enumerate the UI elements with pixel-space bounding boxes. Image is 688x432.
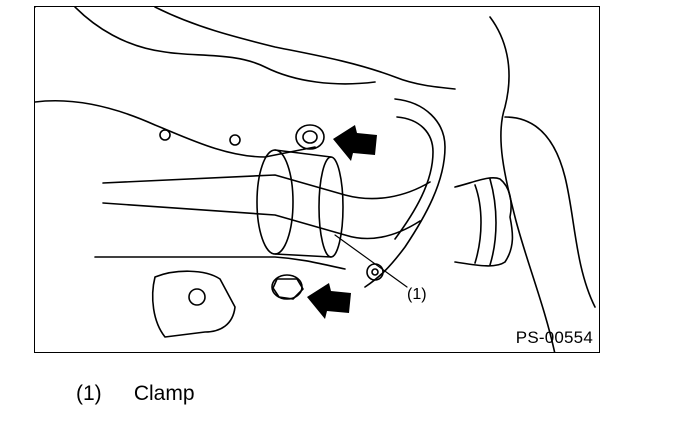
suspension-member xyxy=(489,16,556,352)
arrow-lower-bolt xyxy=(307,283,351,319)
upper-bolt xyxy=(295,124,325,150)
suspension-member-inner xyxy=(504,116,596,308)
diagram-frame: (1) PS-00554 xyxy=(34,6,600,353)
axle-boot-rib xyxy=(474,184,482,264)
callout-leader xyxy=(334,234,408,288)
clamp-band-outer xyxy=(318,156,344,258)
panel-hole xyxy=(159,129,171,141)
arrow-upper-bolt xyxy=(333,125,377,161)
lower-bolt xyxy=(271,274,304,300)
pipe-bend xyxy=(364,98,446,288)
callout-label: (1) xyxy=(407,286,427,303)
exhaust-clamp-illustration: (1) xyxy=(35,7,596,352)
exhaust-pipe-upper xyxy=(102,174,431,200)
axle-boot xyxy=(454,177,514,267)
crossmember xyxy=(35,99,316,158)
small-nut xyxy=(366,263,384,281)
legend-number: (1) xyxy=(76,382,102,405)
clamp-band xyxy=(256,149,294,255)
body-panel-edge xyxy=(154,7,456,90)
exhaust-pipe-bottom xyxy=(94,256,346,270)
bracket-hole xyxy=(188,288,206,306)
pipe-bend-inner xyxy=(394,116,434,240)
clamp-body xyxy=(274,149,332,258)
panel-hole xyxy=(229,134,241,146)
figure-code: PS-00554 xyxy=(515,328,593,347)
lower-bracket xyxy=(151,270,236,338)
axle-boot-rib xyxy=(489,178,497,266)
underbody-panel xyxy=(35,7,376,85)
legend: (1) Clamp xyxy=(76,382,195,406)
exhaust-pipe-lower xyxy=(102,202,421,240)
legend-label: Clamp xyxy=(133,382,195,405)
